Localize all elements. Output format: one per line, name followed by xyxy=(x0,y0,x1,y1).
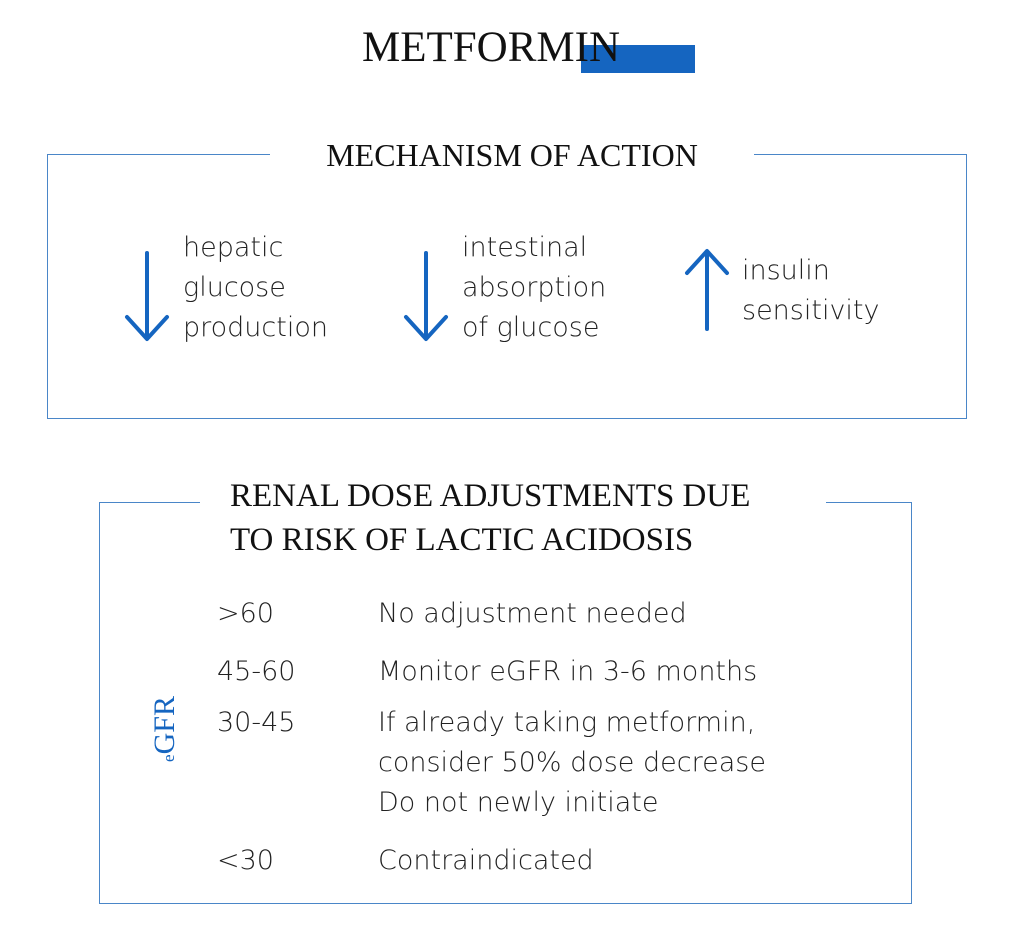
egfr-value: <30 xyxy=(217,845,274,876)
egfr-value: >60 xyxy=(217,598,274,629)
renal-heading: RENAL DOSE ADJUSTMENTS DUE TO RISK OF LA… xyxy=(200,474,826,562)
egfr-value: 30-45 xyxy=(217,707,296,738)
recommendation: Contraindicated xyxy=(378,845,594,876)
recommendation: Monitor eGFR in 3-6 months xyxy=(378,656,758,687)
arrow-down-icon xyxy=(404,251,448,341)
title-accent-bar xyxy=(581,45,695,73)
arrow-down-icon xyxy=(125,251,169,341)
recommendation: No adjustment needed xyxy=(378,598,687,629)
egfr-axis-label: eGFR xyxy=(148,696,181,762)
recommendation: If already taking metformin, consider 50… xyxy=(378,707,766,818)
egfr-value: 45-60 xyxy=(217,656,296,687)
mechanism-heading: MECHANISM OF ACTION xyxy=(270,133,754,177)
page-title: METFORMIN xyxy=(362,24,621,71)
mechanism-text: intestinal absorption of glucose xyxy=(462,232,607,343)
arrow-up-icon xyxy=(685,249,729,331)
renal-heading-line2: TO RISK OF LACTIC ACIDOSIS xyxy=(230,522,694,558)
mechanism-text: hepatic glucose production xyxy=(183,232,328,343)
renal-heading-line1: RENAL DOSE ADJUSTMENTS DUE xyxy=(230,478,751,514)
mechanism-text: insulin sensitivity xyxy=(742,255,880,326)
title-block: METFORMIN xyxy=(362,22,695,82)
